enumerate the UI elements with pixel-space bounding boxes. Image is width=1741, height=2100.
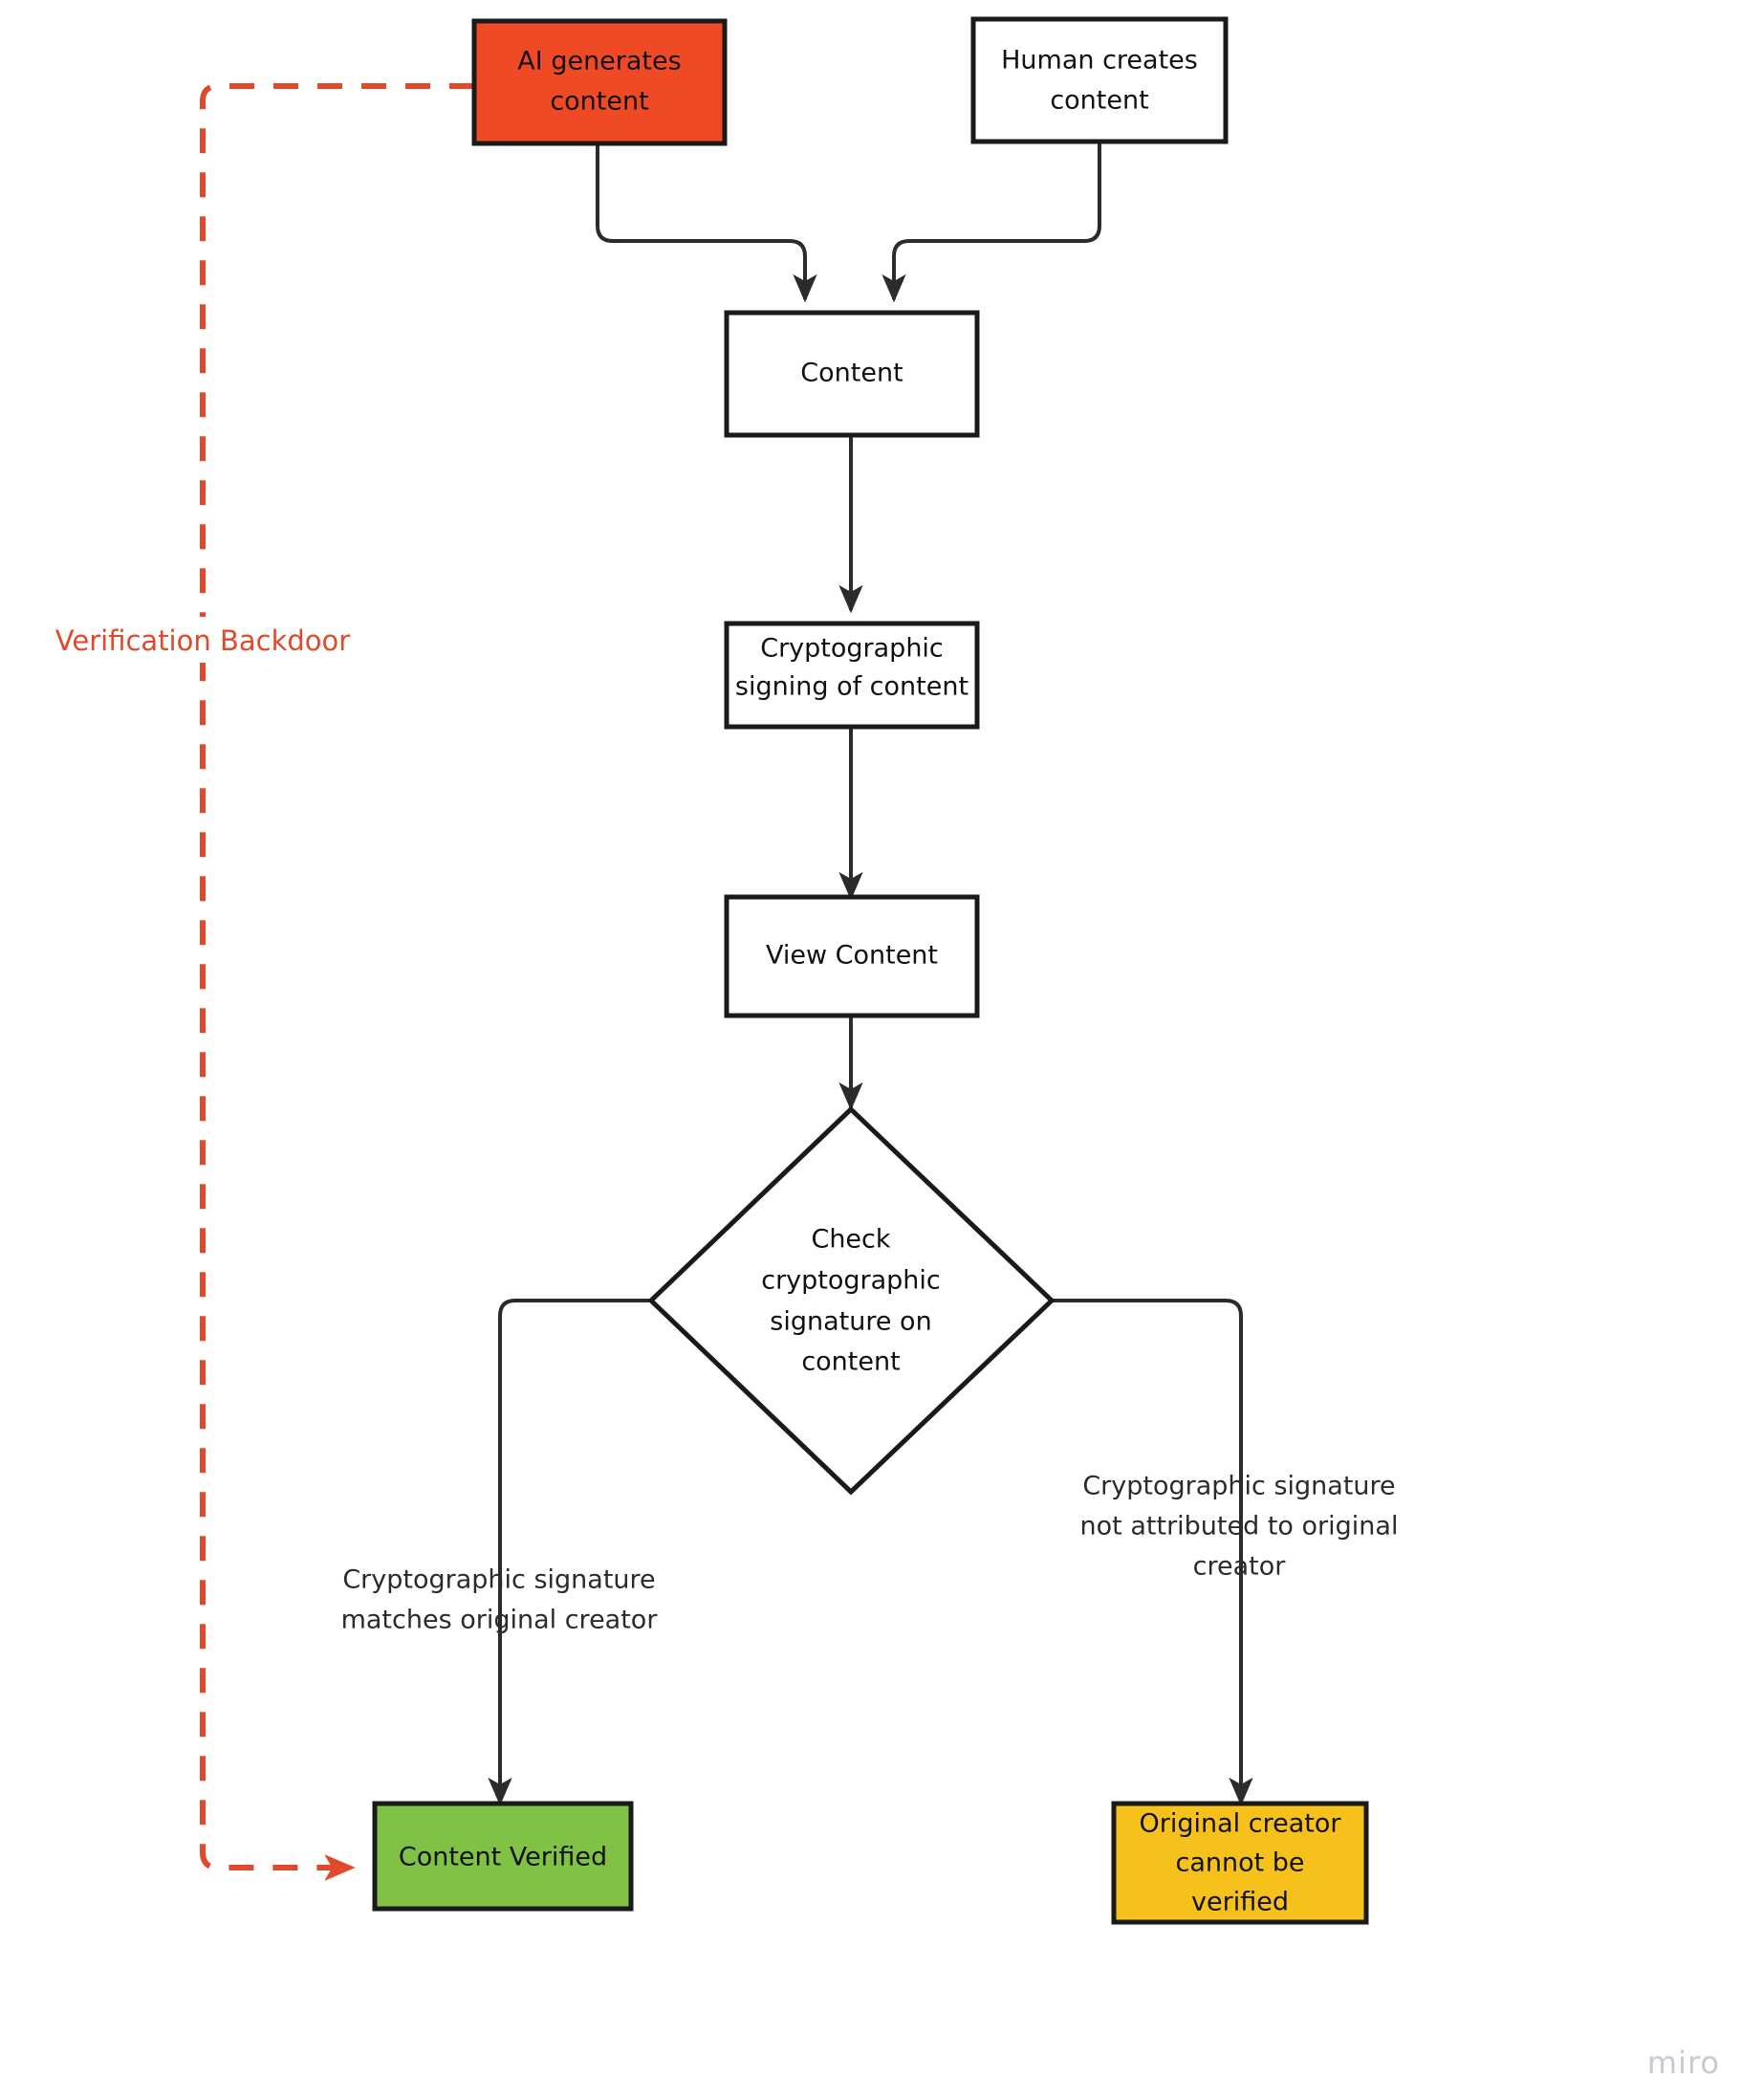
edge-label-signature-matches: Cryptographic signature matches original… [341,1565,659,1635]
node-ai-generates-content[interactable]: AI generates content [471,18,728,146]
edge-label-signature-matches-line2: matches original creator [341,1606,659,1635]
node-cannot-verify-line2: cannot be [1175,1848,1304,1878]
node-human-creates-content-line1: Human creates [1001,46,1198,76]
node-content-label: Content [800,359,903,388]
node-check-signature-shape [647,1105,1055,1496]
node-ai-generates-content-line1: AI generates [517,47,681,77]
node-check-signature-line2: cryptographic [761,1266,941,1296]
edge-label-signature-not-attributed-line3: creator [1193,1552,1287,1582]
node-cannot-verify-line3: verified [1191,1888,1289,1917]
node-cannot-verify[interactable]: Original creator cannot be verified [1111,1801,1369,1925]
miro-watermark: miro [1646,2045,1720,2081]
node-content-verified-shape [372,1801,634,1912]
edge-ai-to-content [596,143,817,303]
edge-check-to-cannot-verify [1052,1299,1253,1806]
edge-label-signature-not-attributed: Cryptographic signature not attributed t… [1080,1472,1399,1582]
edge-backdoor [200,83,474,1881]
edge-label-verification-backdoor-mask [55,617,342,663]
node-cryptographic-signing[interactable]: Cryptographic signing of content [724,621,980,730]
edge-label-verification-backdoor: Verification Backdoor [55,617,350,663]
node-view-content[interactable]: View Content [724,894,980,1018]
node-cannot-verify-shape [1111,1801,1369,1925]
node-content-shape [724,310,980,438]
node-human-creates-content[interactable]: Human creates content [970,16,1229,144]
node-human-creates-content-shape [970,16,1229,144]
node-content-verified[interactable]: Content Verified [372,1801,634,1912]
node-content[interactable]: Content [724,310,980,438]
node-content-verified-label: Content Verified [399,1843,607,1872]
node-check-signature-line4: content [801,1347,900,1377]
node-view-content-shape [724,894,980,1018]
node-cryptographic-signing-shape [724,621,980,730]
edge-label-verification-backdoor-text: Verification Backdoor [55,624,350,657]
edge-human-to-content [881,142,1101,303]
node-ai-generates-content-shape [471,18,728,146]
edge-label-signature-not-attributed-line1: Cryptographic signature [1082,1472,1395,1501]
node-check-signature-line1: Check [811,1225,890,1255]
node-cannot-verify-line1: Original creator [1140,1809,1342,1839]
node-human-creates-content-line2: content [1050,86,1148,116]
node-check-signature[interactable]: Check cryptographic signature on content [647,1105,1055,1496]
node-view-content-label: View Content [766,941,938,971]
edge-label-signature-matches-line1: Cryptographic signature [342,1565,655,1595]
edge-check-to-verified [488,1299,651,1806]
node-ai-generates-content-line2: content [550,87,648,117]
node-cryptographic-signing-line2: signing of content [735,672,968,702]
node-check-signature-line3: signature on [770,1307,931,1337]
node-cryptographic-signing-line1: Cryptographic [760,634,944,664]
edge-label-signature-not-attributed-line2: not attributed to original [1080,1512,1399,1542]
